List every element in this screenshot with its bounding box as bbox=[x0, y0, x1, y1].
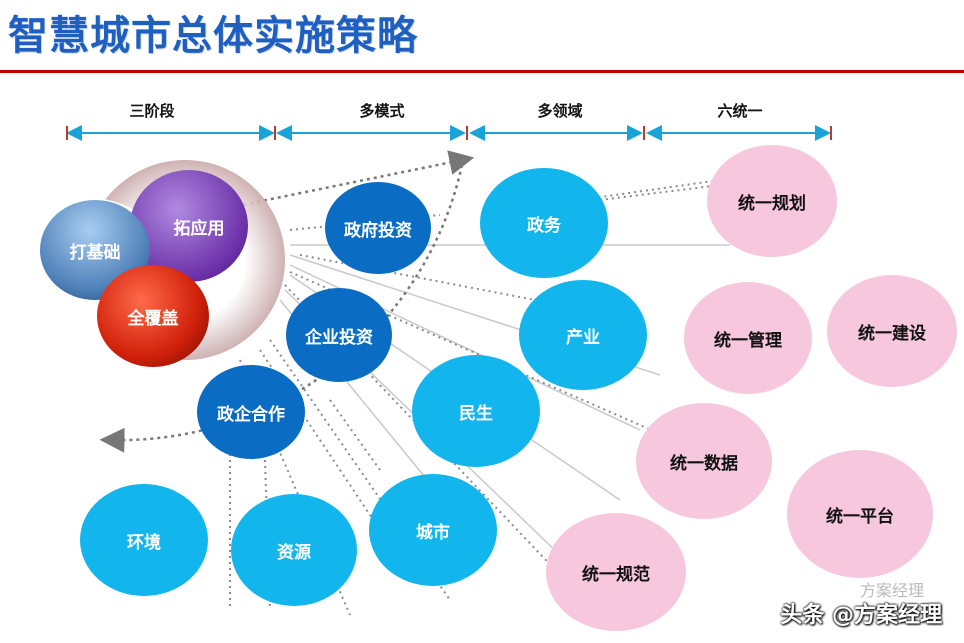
header-stages: 三阶段 bbox=[129, 102, 175, 120]
unify-data: 统一数据 bbox=[636, 403, 772, 519]
title-divider bbox=[0, 70, 964, 73]
unify-planning: 统一规划 bbox=[707, 145, 837, 257]
header-domains: 多领域 bbox=[537, 102, 583, 120]
domain-resources: 资源 bbox=[231, 494, 357, 606]
sphere-cover: 全覆盖 bbox=[97, 265, 209, 367]
sphere-build-label: 打基础 bbox=[69, 242, 121, 263]
watermark-small: 方案经理 bbox=[859, 581, 924, 600]
header-modes: 多模式 bbox=[359, 102, 405, 120]
unify-standards: 统一规范 bbox=[546, 513, 686, 631]
mode-enterprise-invest: 企业投资 bbox=[286, 288, 392, 382]
domain-livelihood: 民生 bbox=[412, 355, 540, 467]
domain-city: 城市 bbox=[369, 474, 497, 586]
unify-construction: 统一建设 bbox=[827, 275, 957, 387]
sphere-cover-label: 全覆盖 bbox=[127, 308, 179, 329]
sphere-apply-label: 拓应用 bbox=[173, 218, 225, 239]
sphere-apply: 拓应用 bbox=[130, 170, 248, 282]
page-title: 智慧城市总体实施策略 bbox=[8, 13, 418, 59]
unify-platform: 统一平台 bbox=[787, 450, 933, 578]
domain-industry: 产业 bbox=[519, 280, 647, 390]
watermark: 头条 @方案经理 bbox=[780, 603, 942, 628]
domain-environment: 环境 bbox=[80, 484, 208, 596]
header-unify: 六统一 bbox=[717, 102, 763, 120]
domain-gov-affairs: 政务 bbox=[480, 168, 608, 278]
unify-management: 统一管理 bbox=[684, 282, 812, 394]
mode-gov-invest: 政府投资 bbox=[325, 182, 431, 274]
header-arrows bbox=[66, 125, 832, 141]
mode-ppp: 政企合作 bbox=[197, 365, 305, 459]
